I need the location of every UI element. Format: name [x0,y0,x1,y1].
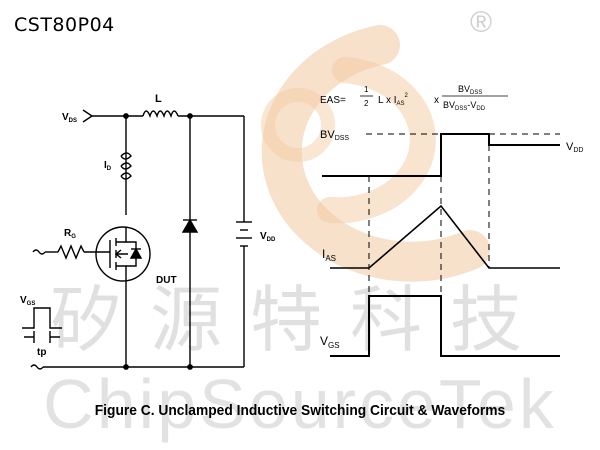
formula-frac2-num: BVDSS [458,84,482,96]
label-vgs-wave: VGS [320,334,340,350]
node-diode-bottom [187,364,193,370]
guide-lines [366,133,560,296]
vgs-waveform [330,295,560,357]
label-bvdss: BVDSS [320,129,349,142]
formula-frac1-num: 1 [364,85,369,94]
label-vdd-wave: VDD [566,141,583,154]
formula-lhs: EAS= [320,95,346,106]
node-diode-top [187,113,193,119]
watermark-english-text: ChipSourceTek [43,365,557,443]
mosfet-arrow [114,249,128,259]
watermark-chinese-text: 矽源特科技 [50,281,550,361]
eas-formula: EAS= 1 2 L x IAS2 x BVDSS BVDSS-VDD [320,84,508,112]
mosfet-dut-body [95,226,151,282]
part-number: CST80P04 [14,14,115,36]
waveform-labels: BVDSS VDD IAS VGS [320,129,583,350]
node-drain [123,113,129,119]
waveforms [322,133,560,357]
label-vdd: VDD [260,231,276,243]
circuit-labels: VDS L ID RG DUT VDD VGS tp [20,93,276,358]
ucis-circuit [22,109,252,370]
node-source [123,364,129,370]
vds-waveform [322,133,560,177]
label-tp: tp [37,347,46,358]
label-ias: IAS [322,247,336,263]
formula-frac2-den: BVDSS-VDD [443,100,486,112]
label-inductor: L [155,93,162,105]
vds-terminal [82,109,94,123]
current-probe-icon [120,152,132,180]
formula-mid: L x IAS2 [378,93,409,107]
watermark: ® 矽源特科技 ChipSourceTek [43,6,557,443]
formula-frac1-den: 2 [364,99,369,108]
mosfet-drain-lead [116,227,127,243]
label-rg: RG [64,228,76,240]
mosfet-source-lead [116,265,127,281]
body-diode-triangle [129,247,143,259]
ias-waveform [330,204,560,269]
gate-pulse-icon [22,307,62,329]
figure-caption: Figure C. Unclamped Inductive Switching … [94,402,506,419]
diode-triangle [181,218,199,233]
label-id: ID [104,160,112,172]
resistor-rg [57,244,85,260]
inductor-L [142,110,179,119]
label-vgs: VGS [20,295,35,307]
gate-input-terminal [32,249,46,255]
watermark-logo [261,25,490,282]
registered-mark: ® [470,6,492,39]
formula-times: x [434,95,439,106]
label-dut: DUT [156,275,177,286]
label-vds: VDS [62,112,77,124]
ground-terminal [30,364,44,370]
